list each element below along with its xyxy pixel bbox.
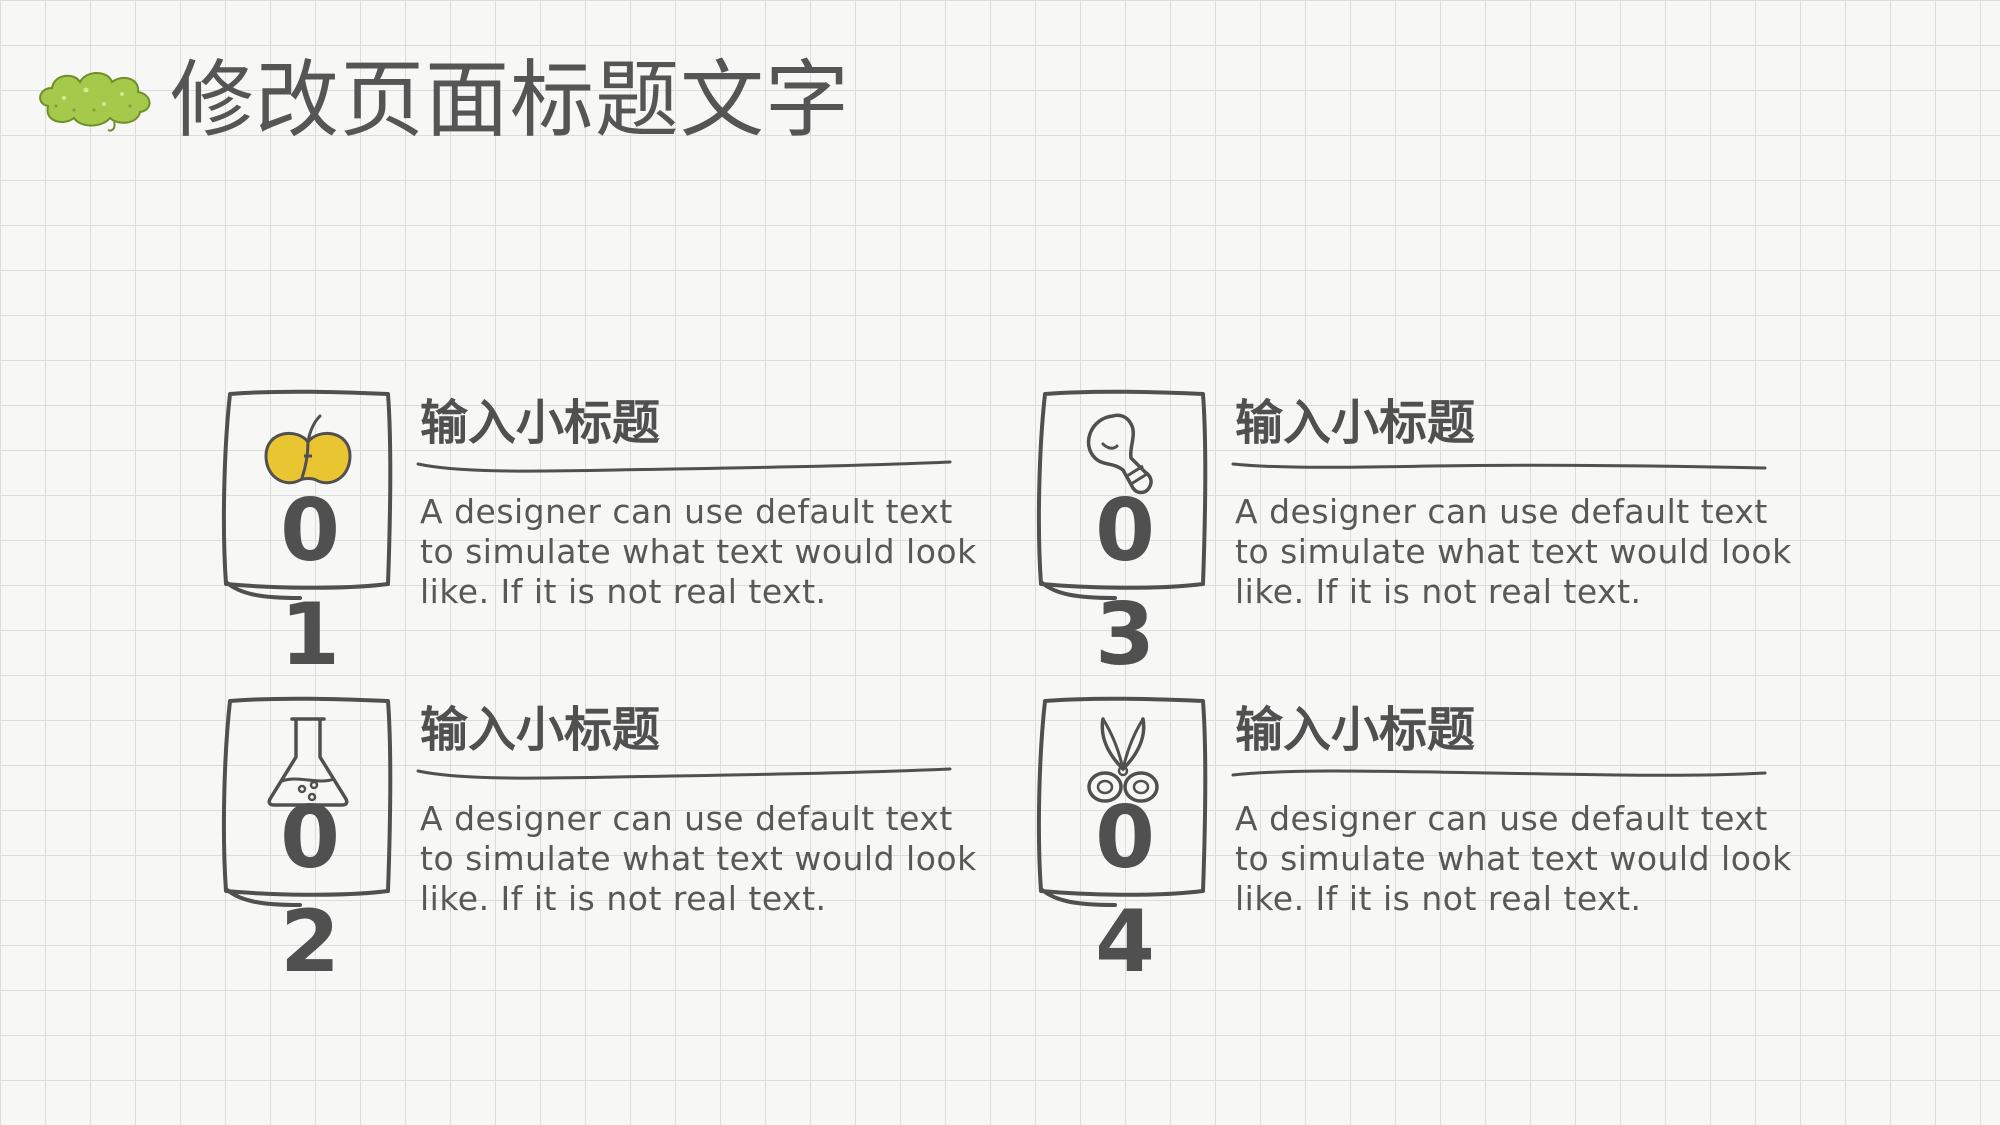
apple-icon (264, 414, 352, 485)
card-subtitle: 输入小标题 (420, 395, 661, 451)
lightbulb-icon (1086, 413, 1153, 495)
feature-card-3: 0 3 输入小标题 A designer can use default tex… (1035, 388, 1835, 688)
card-description: A designer can use default text to simul… (420, 492, 977, 611)
item-number-digit: 0 (280, 481, 340, 581)
sketch-underline (1231, 462, 1767, 470)
sketch-frame (221, 389, 393, 600)
sketch-frame (1036, 696, 1208, 907)
scissors-icon (1087, 717, 1159, 803)
sketch-frame (221, 696, 393, 907)
card-subtitle: 输入小标题 (1235, 702, 1476, 758)
sketch-underline (416, 460, 952, 473)
sketch-frame (1036, 389, 1208, 600)
flask-icon (267, 717, 349, 807)
item-number-digit: 2 (280, 892, 340, 992)
item-number-digit: 1 (280, 585, 340, 685)
feature-card-4: 0 4 输入小标题 A designer can use default tex… (1035, 695, 1835, 995)
card-description: A designer can use default text to simul… (1235, 492, 1792, 611)
green-cloud-icon (39, 72, 151, 132)
card-description: A designer can use default text to simul… (420, 799, 977, 918)
feature-card-1: 0 1 输入小标题 A designer can use default tex… (220, 388, 1020, 688)
page-title: 修改页面标题文字 (170, 51, 851, 149)
card-description: A designer can use default text to simul… (1235, 799, 1792, 918)
card-subtitle: 输入小标题 (420, 702, 661, 758)
item-number-digit: 3 (1095, 585, 1155, 685)
card-subtitle: 输入小标题 (1235, 395, 1476, 451)
item-number-digit: 0 (1095, 481, 1155, 581)
sketch-underline (1231, 769, 1767, 777)
item-number-digit: 0 (1095, 788, 1155, 888)
feature-card-2: 0 2 输入小标题 A designer can use default tex… (220, 695, 1020, 995)
item-number-digit: 0 (280, 788, 340, 888)
sketch-underline (416, 767, 952, 780)
item-number-digit: 4 (1095, 892, 1155, 992)
